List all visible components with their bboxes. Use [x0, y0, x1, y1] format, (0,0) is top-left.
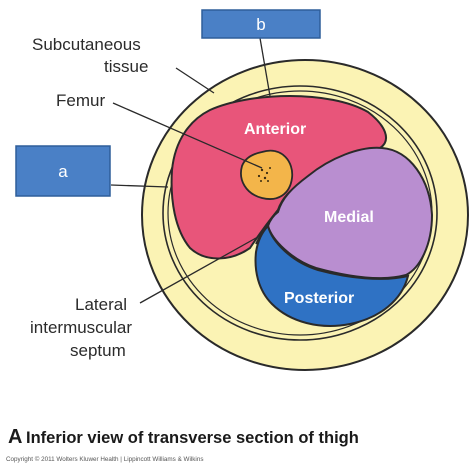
fascia-lata-ring-outer: [162, 85, 438, 341]
lateral-septum-label-line1: Lateral: [75, 295, 127, 314]
box-b-leader-line: [259, 37, 271, 97]
caption-text: Inferior view of transverse section of t…: [26, 429, 359, 447]
anterior-label: Anterior: [244, 121, 306, 138]
caption-letter: A: [8, 426, 22, 448]
lateral-septum-leader-line: [139, 237, 257, 304]
subcutaneous-leader-line: [175, 67, 215, 94]
femur-label: Femur: [56, 91, 105, 110]
lateral-intermuscular-septum: [255, 209, 279, 245]
posterior-compartment: [254, 224, 410, 327]
label-box-a: [15, 145, 111, 197]
label-box-b-text: b: [256, 15, 265, 34]
box-a-leader-line: [110, 184, 169, 188]
lateral-septum-label-line2: intermuscular: [30, 318, 132, 337]
subcutaneous-label-line1: Subcutaneous: [32, 35, 141, 54]
copyright-text: Copyright © 2011 Wolters Kluwer Health |…: [6, 455, 203, 463]
femur-marrow-dots: [257, 167, 271, 182]
lateral-septum-label-line3: septum: [70, 341, 126, 360]
subcutaneous-label-line2: tissue: [104, 57, 148, 76]
femur-bone: [240, 149, 294, 200]
femur-leader-line: [112, 102, 263, 169]
medial-label: Medial: [324, 209, 374, 226]
label-box-b: [201, 9, 321, 39]
posterior-label: Posterior: [284, 290, 354, 307]
label-box-a-text: a: [58, 162, 68, 181]
